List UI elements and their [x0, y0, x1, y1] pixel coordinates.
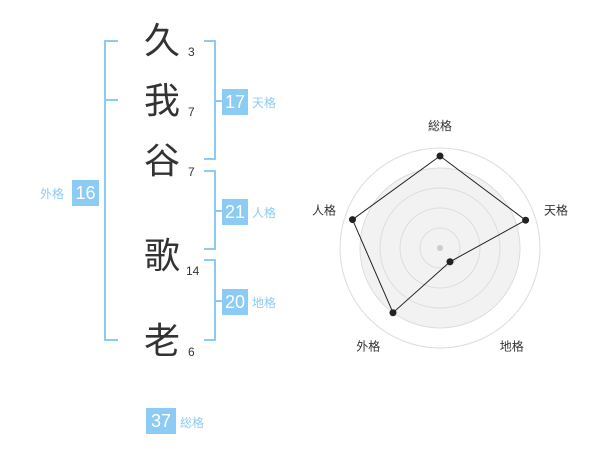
radar-point-5 — [349, 216, 357, 224]
name-char-1: 久 — [143, 21, 180, 62]
gaikaku-label: 外格 — [40, 187, 65, 201]
radar-point-3 — [446, 258, 454, 266]
gaikaku-bracket — [104, 40, 118, 341]
stroke-count-5: 6 — [188, 345, 195, 359]
tenkaku-bracket — [204, 40, 216, 160]
tenkaku-bracket-tick — [216, 100, 222, 102]
gaikaku-badge: 16 — [72, 180, 99, 206]
jinkaku-bracket — [204, 170, 216, 250]
stroke-count-3: 7 — [188, 165, 195, 179]
gaikaku-bracket-tick — [104, 99, 118, 101]
name-char-4: 歌 — [143, 236, 180, 277]
stroke-count-2: 7 — [188, 105, 195, 119]
radar-axis-label-4: 外格 — [356, 339, 380, 354]
radar-center-dot — [437, 245, 443, 251]
radar-point-2 — [522, 216, 530, 224]
radar-data-polygon — [351, 155, 527, 314]
chikaku-bracket — [204, 259, 216, 341]
tenkaku-badge: 17 — [222, 89, 248, 115]
chikaku-badge: 20 — [222, 289, 248, 315]
jinkaku-label: 人格 — [252, 206, 277, 220]
stroke-count-1: 3 — [188, 45, 195, 59]
tenkaku-label: 天格 — [252, 96, 277, 110]
soukaku-badge: 37 — [146, 408, 176, 434]
radar-point-4 — [389, 309, 397, 317]
chikaku-label: 地格 — [252, 296, 277, 310]
radar-axis-label-3: 地格 — [500, 339, 524, 354]
soukaku-label: 総格 — [180, 416, 205, 430]
radar-point-1 — [436, 152, 444, 160]
radar-axis-label-1: 総格 — [428, 118, 452, 133]
radar-axis-label-5: 人格 — [312, 202, 336, 217]
name-char-5: 老 — [143, 321, 180, 362]
radar-axis-label-2: 天格 — [544, 202, 568, 217]
chikaku-bracket-tick — [216, 300, 222, 302]
name-char-3: 谷 — [143, 141, 180, 182]
stroke-count-4: 14 — [186, 264, 200, 278]
jinkaku-badge: 21 — [222, 199, 248, 225]
jinkaku-bracket-tick — [216, 210, 222, 212]
name-char-2: 我 — [143, 81, 180, 122]
